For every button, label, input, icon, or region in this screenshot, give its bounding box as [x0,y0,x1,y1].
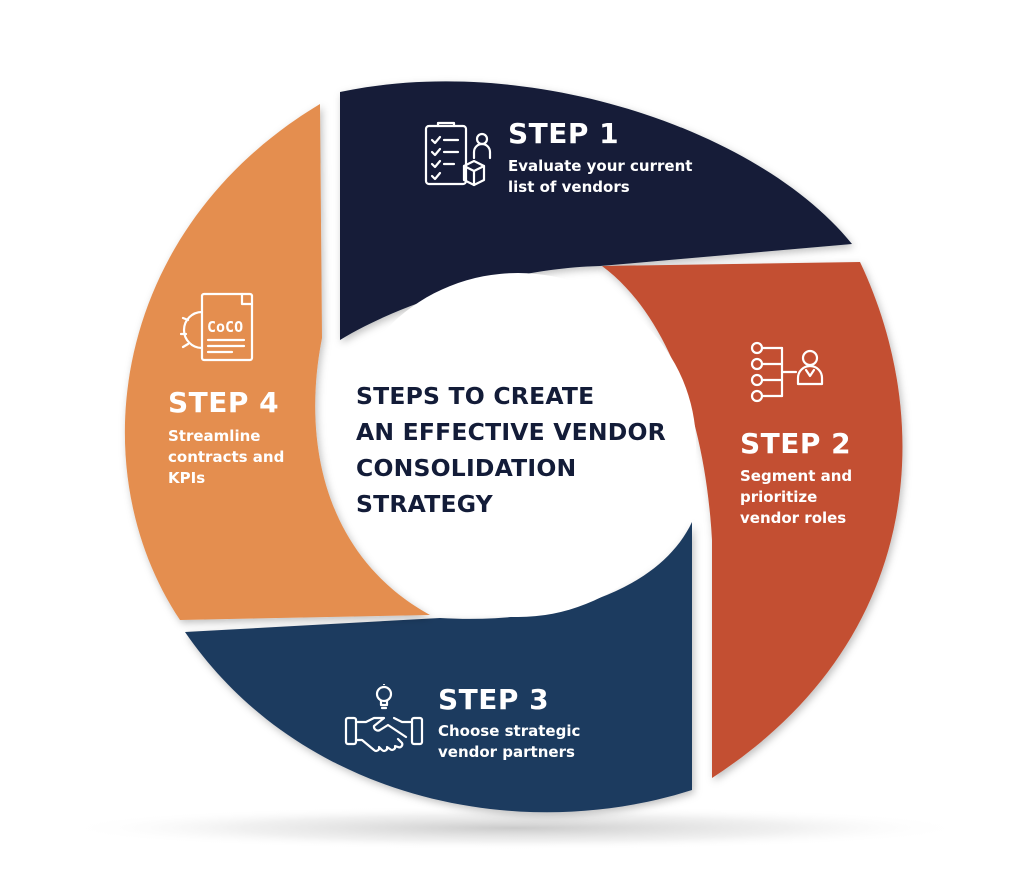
step-1-title: STEP 1 [508,117,620,150]
segment-step-4 [124,104,430,620]
handshake-icon [344,680,424,760]
step-2-description: Segment and prioritize vendor roles [740,467,853,527]
step-4-title: STEP 4 [168,386,280,419]
step-4-description: Streamline contracts and KPIs [168,427,285,487]
step-3-label: STEP 3 Choose strategic vendor partners [438,683,580,763]
step-4-label: STEP 4 Streamline contracts and KPIs [168,386,284,489]
step-3-title: STEP 3 [438,683,550,716]
org-chart-icon [748,340,828,408]
step-2-label: STEP 2 Segment and prioritize vendor rol… [740,427,852,529]
ground-shadow [60,806,970,850]
step-1-description: Evaluate your current list of vendors [508,157,693,196]
step-3-description: Choose strategic vendor partners [438,722,581,761]
step-1-label: STEP 1 Evaluate your current list of ven… [508,117,692,198]
segment-step-1 [340,81,852,341]
contract-icon-glyphs: CoCO [207,318,243,336]
segment-step-2 [602,262,903,778]
center-title: STEPS TO CREATE AN EFFECTIVE VENDOR CONS… [356,382,666,518]
contract-gear-icon: CoCO [179,290,260,364]
step-2-title: STEP 2 [740,427,852,460]
checklist-icon [422,120,494,192]
segment-step-3 [185,522,692,813]
center-disk [340,273,696,617]
